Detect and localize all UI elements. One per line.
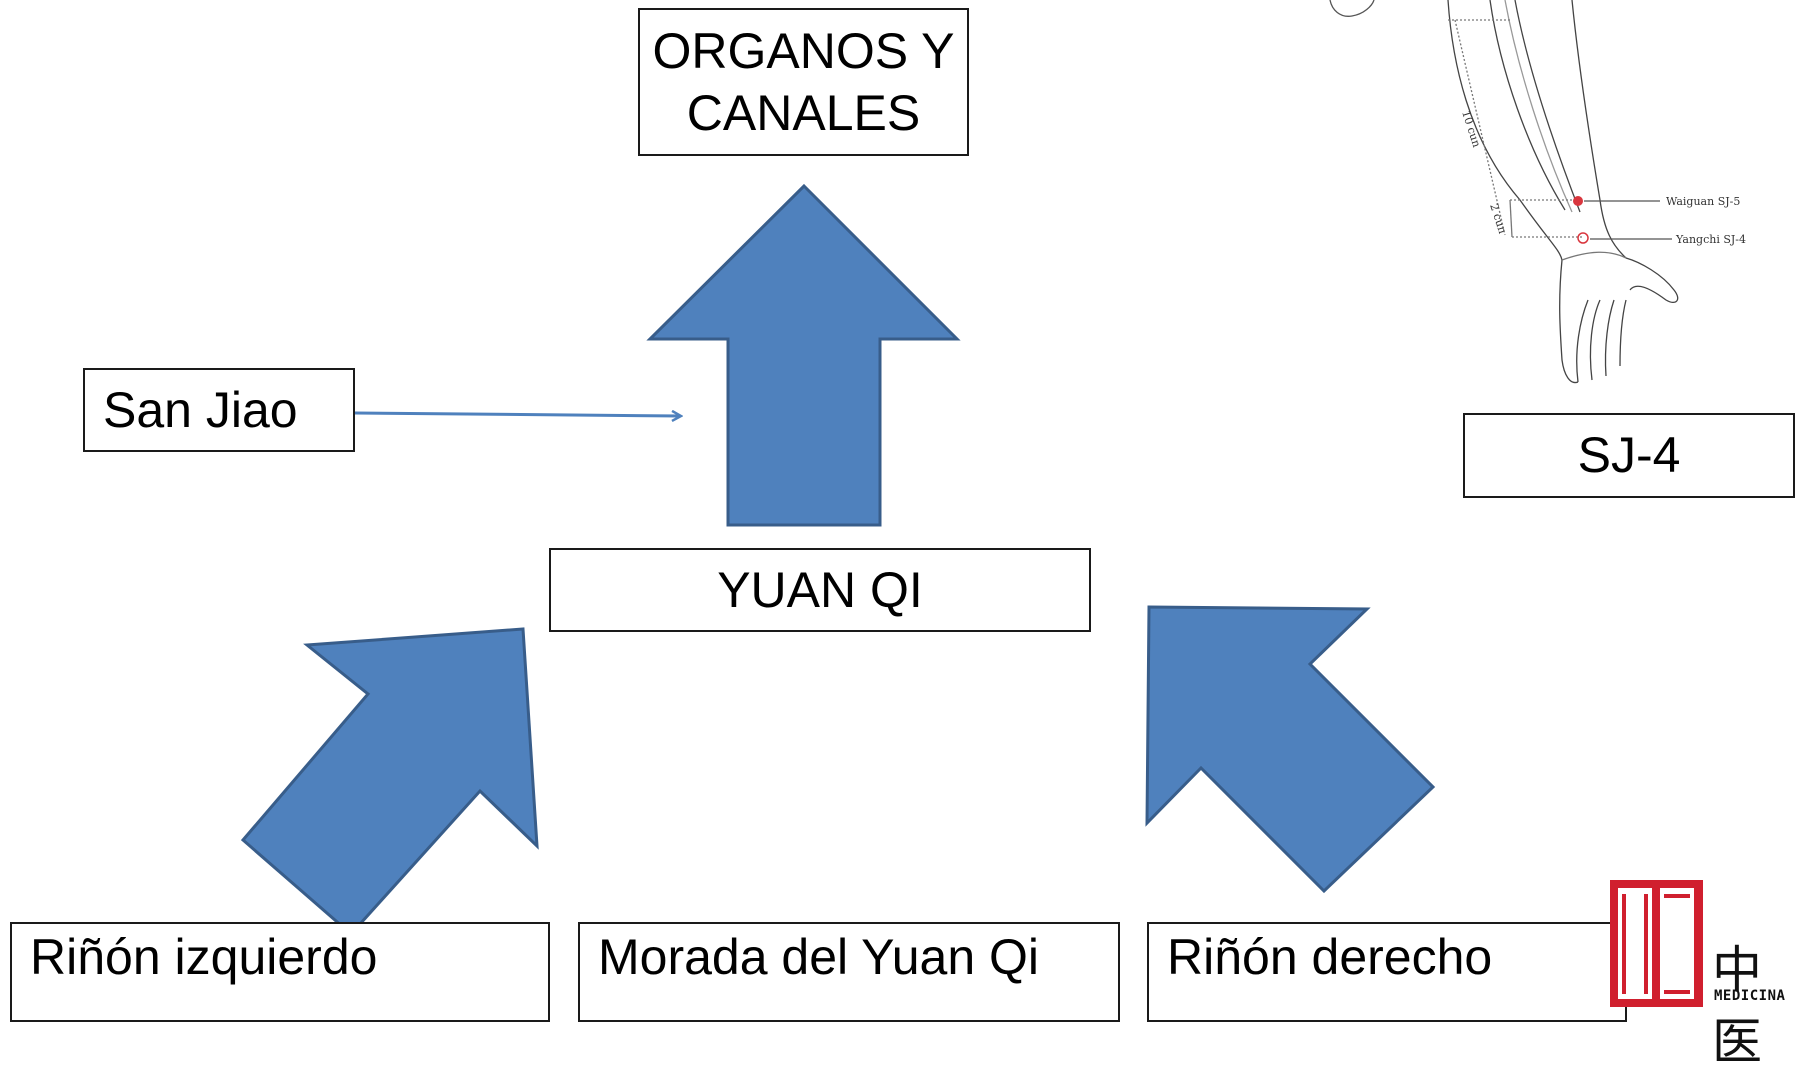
logo-seal	[1610, 880, 1703, 1007]
rinon-izquierdo-label: Riñón izquierdo	[30, 928, 378, 985]
sj4-box: SJ-4	[1463, 413, 1795, 498]
waiguan-label: Waiguan SJ-5	[1666, 195, 1740, 208]
morada-del-yuan-qi-box: Morada del Yuan Qi	[578, 922, 1120, 1022]
rinon-izquierdo-box: Riñón izquierdo	[10, 922, 550, 1022]
organos-y-canales-box: ORGANOS Y CANALES	[638, 8, 969, 156]
ten-cun-label: 10 cun	[1459, 109, 1483, 149]
rinon-derecho-label: Riñón derecho	[1167, 928, 1493, 985]
logo-subtitle: MEDICINA	[1714, 988, 1786, 1004]
san-jiao-label: San Jiao	[103, 381, 298, 438]
right-diagonal-arrow	[1145, 605, 1436, 894]
yuan-qi-box: YUAN QI	[549, 548, 1091, 632]
sj4-label: SJ-4	[1577, 427, 1681, 484]
san-jiao-box: San Jiao	[83, 368, 355, 452]
organos-y-canales-label: ORGANOS Y CANALES	[652, 22, 955, 142]
left-diagonal-arrow	[240, 627, 539, 937]
yuan-qi-label: YUAN QI	[717, 561, 923, 618]
diagram-canvas: Waiguan SJ-5 Yangchi SJ-4 10 cun 2 cun	[240, 0, 1746, 937]
yangchi-point	[1577, 232, 1589, 244]
forearm-illustration	[1329, 0, 1679, 384]
waiguan-point	[1573, 196, 1583, 206]
rinon-derecho-box: Riñón derecho	[1147, 922, 1627, 1022]
morada-del-yuan-qi-label: Morada del Yuan Qi	[598, 928, 1040, 985]
two-cun-label: 2 cun	[1487, 202, 1509, 235]
yangchi-label: Yangchi SJ-4	[1675, 233, 1746, 246]
up-arrow	[646, 183, 961, 527]
san-jiao-connector-arrow	[354, 413, 681, 416]
